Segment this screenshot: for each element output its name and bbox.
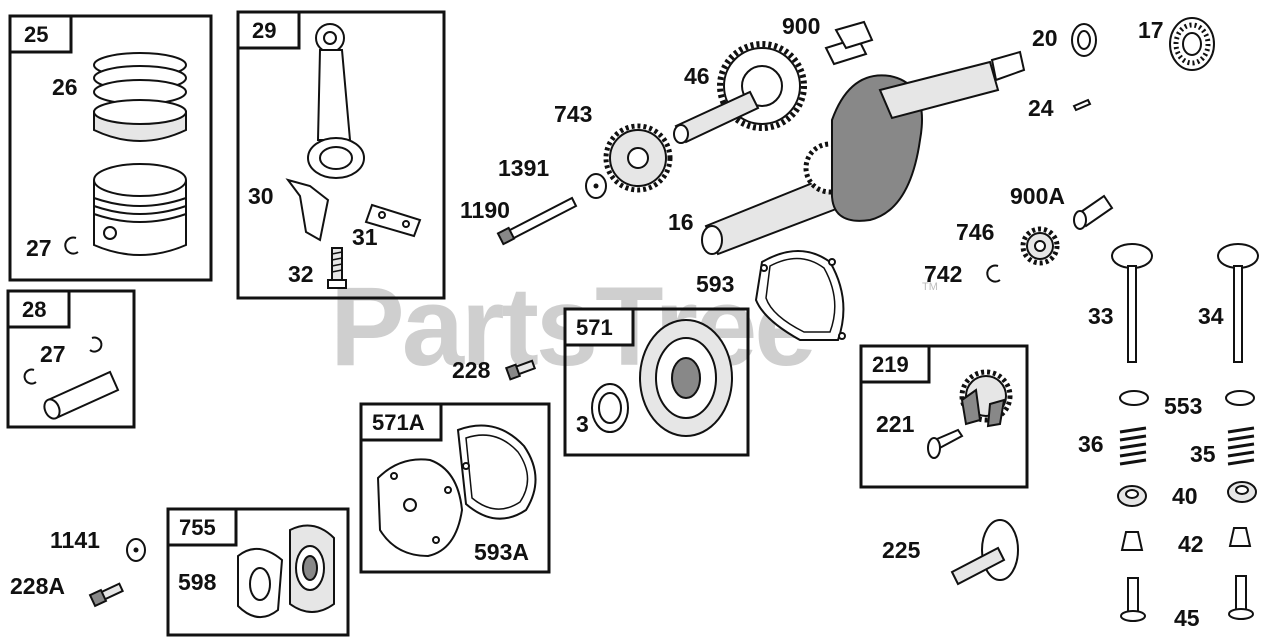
- oil-seal-ring-icon: [591, 383, 629, 433]
- box-25-number: 25: [24, 22, 48, 47]
- part-593-gasket[interactable]: 593: [696, 250, 846, 341]
- label-42: 42: [1178, 531, 1204, 557]
- part-42-keeper[interactable]: 42: [1120, 527, 1252, 557]
- rod-bolt-icon: [327, 247, 347, 289]
- label-598: 598: [178, 569, 217, 595]
- label-553: 553: [1164, 393, 1202, 419]
- part-743-gear[interactable]: 743: [554, 101, 673, 193]
- label-742: 742: [924, 261, 962, 287]
- label-900a: 900A: [1010, 183, 1065, 209]
- label-27-box28: 27: [40, 341, 66, 367]
- pin-clip-left-icon: [23, 368, 37, 385]
- part-1391-washer[interactable]: 1391: [498, 155, 607, 199]
- label-228a: 228A: [10, 573, 65, 599]
- label-36: 36: [1078, 431, 1104, 457]
- governor-cup-icon: [927, 428, 964, 459]
- label-1190: 1190: [460, 197, 510, 223]
- label-16: 16: [668, 209, 694, 235]
- box-571-seal-assembly[interactable]: 571 3: [563, 307, 750, 457]
- box-755-fuel-pump-assembly[interactable]: 755 598: [166, 507, 350, 637]
- part-40-retainer[interactable]: 40: [1117, 481, 1257, 509]
- label-746: 746: [956, 219, 994, 245]
- part-46-camshaft-gear[interactable]: 46: [673, 41, 807, 144]
- label-31: 31: [352, 224, 378, 250]
- label-221: 221: [876, 411, 915, 437]
- part-746-gear[interactable]: 746: [956, 219, 1060, 266]
- part-16-crankshaft[interactable]: 16: [668, 50, 1026, 256]
- box-571a-number: 571A: [372, 410, 425, 435]
- label-593: 593: [696, 271, 734, 297]
- governor-gear-icon: [959, 369, 1013, 428]
- label-32: 32: [288, 261, 314, 287]
- label-30: 30: [248, 183, 274, 209]
- part-742-clip[interactable]: 742: [924, 261, 1001, 287]
- box-755-number: 755: [179, 515, 216, 540]
- part-228a-bolt[interactable]: 228A: [10, 573, 124, 608]
- label-20: 20: [1032, 25, 1058, 51]
- piston-icon: [93, 163, 187, 256]
- rod-lock-plate-icon: [364, 203, 422, 238]
- part-900-bushing[interactable]: 900: [782, 13, 874, 66]
- label-3: 3: [576, 411, 589, 437]
- pin-clip-right-icon: [89, 336, 103, 353]
- part-1141-washer[interactable]: 1141: [50, 527, 146, 562]
- box-29-connecting-rod-assembly[interactable]: 29 30 31 32: [236, 10, 446, 300]
- box-571a-cover-assembly[interactable]: 571A 593A: [359, 402, 551, 574]
- label-228: 228: [452, 357, 491, 383]
- part-228-bolt[interactable]: 228: [452, 357, 537, 383]
- flange-icon: [289, 524, 335, 613]
- part-900a-pin[interactable]: 900A: [1010, 183, 1114, 230]
- part-34-intake-valve[interactable]: 34: [1198, 243, 1259, 363]
- part-1190-bolt[interactable]: 1190: [460, 196, 578, 246]
- box-571-number: 571: [576, 315, 613, 340]
- label-1141: 1141: [50, 527, 100, 553]
- box-29-number: 29: [252, 18, 276, 43]
- part-35-spring[interactable]: 35: [1190, 426, 1255, 467]
- label-743: 743: [554, 101, 592, 127]
- connecting-rod-icon: [307, 23, 365, 179]
- oil-dipper-icon: [285, 178, 330, 242]
- label-34: 34: [1198, 303, 1224, 329]
- box-219-governor-assembly[interactable]: 219 221: [859, 344, 1029, 489]
- part-20-washer[interactable]: 20: [1032, 23, 1097, 57]
- label-45: 45: [1174, 605, 1200, 631]
- part-24-key[interactable]: 24: [1028, 95, 1092, 121]
- part-225-breather[interactable]: 225: [882, 519, 1019, 586]
- cover-plate-icon: [376, 458, 464, 558]
- part-45-tappet[interactable]: 45: [1120, 575, 1254, 631]
- box-219-number: 219: [872, 352, 909, 377]
- label-33: 33: [1088, 303, 1114, 329]
- label-17: 17: [1138, 17, 1164, 43]
- part-36-spring[interactable]: 36: [1078, 426, 1147, 466]
- piston-ring-set-icon: [93, 52, 187, 142]
- piston-pin-icon: [43, 370, 120, 420]
- label-46: 46: [684, 63, 710, 89]
- watermark-trademark: TM: [922, 281, 938, 293]
- seal-housing-icon: [639, 319, 733, 437]
- label-1391: 1391: [498, 155, 549, 181]
- part-33-exhaust-valve[interactable]: 33: [1088, 243, 1153, 363]
- label-26: 26: [52, 74, 78, 100]
- label-35: 35: [1190, 441, 1216, 467]
- label-40: 40: [1172, 483, 1198, 509]
- part-17-bearing[interactable]: 17: [1138, 17, 1215, 71]
- label-24: 24: [1028, 95, 1054, 121]
- label-900: 900: [782, 13, 820, 39]
- label-225: 225: [882, 537, 921, 563]
- part-553-washer[interactable]: 553: [1119, 390, 1255, 419]
- box-28-number: 28: [22, 297, 46, 322]
- gasket-598-icon: [237, 548, 284, 618]
- box-25-piston-assembly[interactable]: 25 26 27: [8, 14, 213, 282]
- label-593a: 593A: [474, 539, 529, 565]
- box-28-piston-pin-assembly[interactable]: 28 27: [6, 289, 136, 429]
- cover-gasket-icon: [456, 424, 537, 520]
- label-27-box25: 27: [26, 235, 52, 261]
- retaining-clip-icon: [64, 236, 79, 255]
